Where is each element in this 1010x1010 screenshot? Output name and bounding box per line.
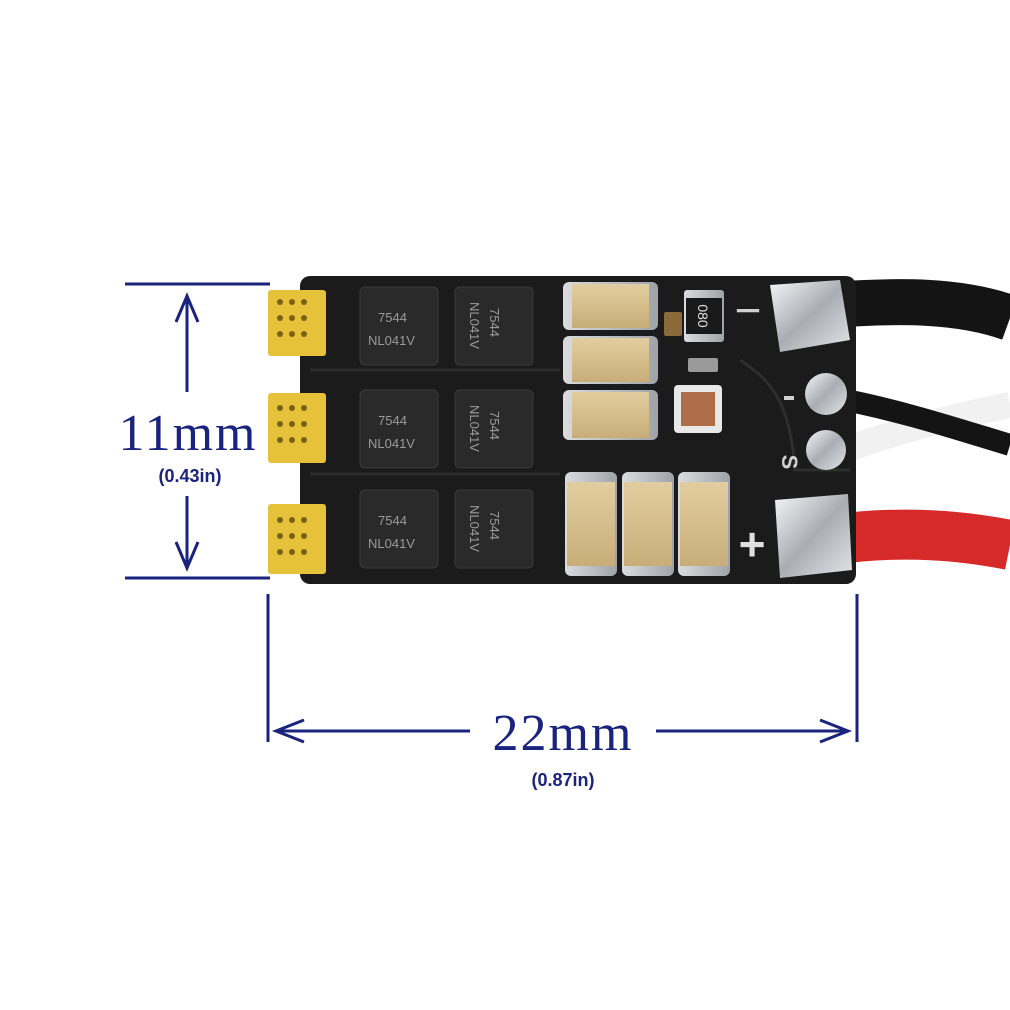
wire-black-ground	[833, 387, 1010, 456]
chip-code-a: 7544	[487, 308, 502, 337]
gold-motor-pads	[268, 290, 326, 574]
mosfet-chips: 7544 NL041V 7544 NL041V 7544 NL041V 7544…	[359, 286, 534, 569]
mosfet-chip: 7544 NL041V	[454, 389, 534, 469]
chip-code-b: NL041V	[368, 436, 415, 451]
chip-code-b: NL041V	[368, 333, 415, 348]
capacitor	[565, 472, 617, 576]
chip-code-a: 7544	[487, 511, 502, 540]
chip-code-a: 7544	[378, 513, 407, 528]
capacitor	[563, 282, 658, 330]
pad-minus-label: −	[735, 284, 762, 336]
capacitors	[563, 282, 730, 576]
chip-code-a: 7544	[378, 413, 407, 428]
width-dimension: 22mm (0.87in)	[266, 594, 859, 790]
width-label: 22mm	[493, 705, 634, 762]
capacitor	[563, 390, 658, 440]
height-dimension: 11mm (0.43in)	[119, 282, 270, 580]
wires	[826, 279, 1010, 570]
mosfet-chip: 7544 NL041V	[454, 286, 534, 366]
height-label: 11mm	[119, 405, 258, 462]
wire-black-negative	[828, 279, 1010, 340]
capacitor	[678, 472, 730, 576]
chip-code-b: NL041V	[467, 405, 482, 452]
capacitor	[622, 472, 674, 576]
chip-code-b: NL041V	[368, 536, 415, 551]
chip-code-b: NL041V	[467, 302, 482, 349]
width-sublabel: (0.87in)	[531, 770, 594, 790]
chip-code-a: 7544	[487, 411, 502, 440]
mosfet-chip: 7544 NL041V	[359, 389, 439, 469]
mosfet-chip: 7544 NL041V	[454, 489, 534, 569]
resistor-code: 080	[695, 304, 711, 328]
wire-red-positive	[826, 509, 1010, 570]
mosfet-chip: 7544 NL041V	[359, 489, 439, 569]
silkscreen-labels: − S +	[735, 284, 802, 570]
solder-joints	[770, 280, 852, 578]
pad-signal-label: S	[777, 455, 802, 470]
pad-plus-label: +	[739, 518, 766, 570]
chip-code-a: 7544	[378, 310, 407, 325]
smd-components: 080	[664, 290, 724, 433]
mosfet-chip: 7544 NL041V	[359, 286, 439, 366]
height-sublabel: (0.43in)	[158, 466, 221, 486]
chip-code-b: NL041V	[467, 505, 482, 552]
capacitor	[563, 336, 658, 384]
